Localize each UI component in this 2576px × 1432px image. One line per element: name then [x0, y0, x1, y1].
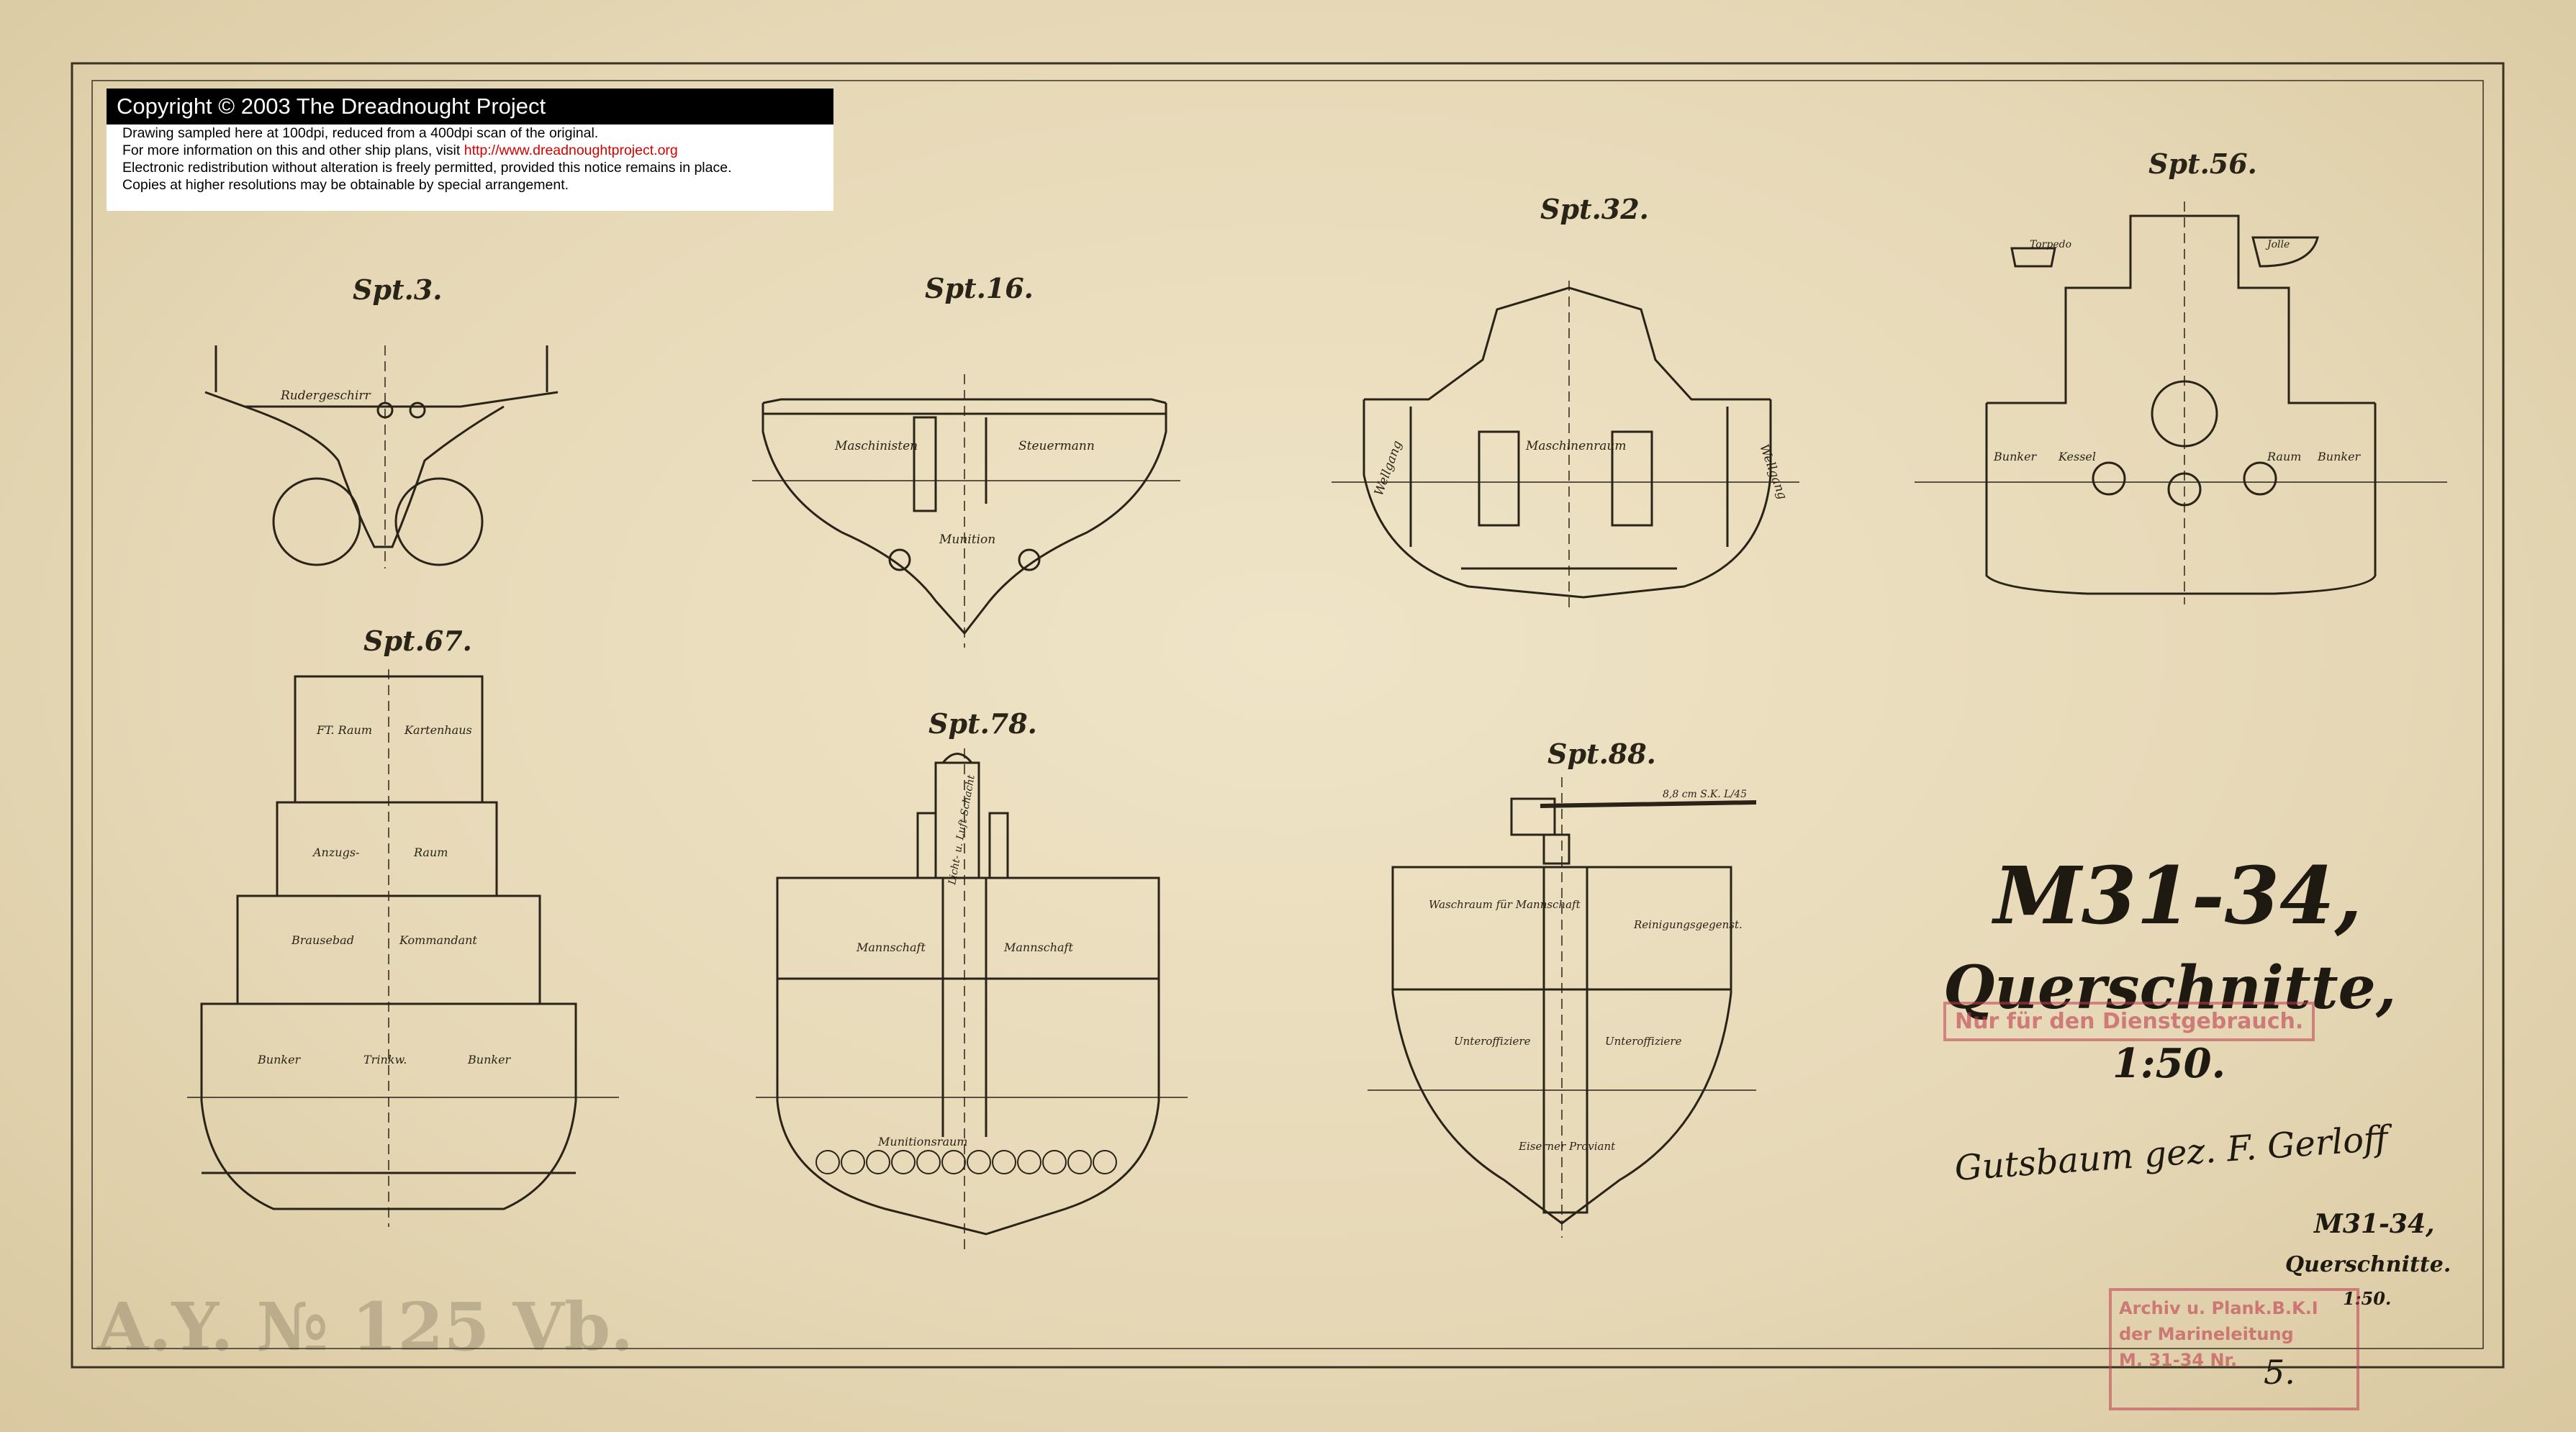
- label-bunker-1: Bunker: [1993, 450, 2038, 463]
- section-spt32: Maschinenraum Wellgang Wellgang: [1332, 281, 1799, 612]
- label-reinigung: Reinigungsgegenst.: [1633, 918, 1743, 931]
- small-subtitle: Querschnitte.: [2285, 1252, 2451, 1277]
- label-waschraum: Waschraum für Mannschaft: [1429, 898, 1581, 911]
- drawing-title: M31-34,: [1994, 849, 2362, 942]
- section-spt3: Rudergeschirr: [204, 345, 559, 568]
- label-steuermann: Steuermann: [1018, 439, 1095, 453]
- title-spt3: Spt.3.: [353, 273, 443, 306]
- label-raum: Raum: [2267, 450, 2301, 463]
- label-wellgang-right: Wellgang: [1756, 443, 1789, 502]
- drawing-scale: 1:50.: [2112, 1040, 2226, 1087]
- label-munition: Munition: [939, 533, 995, 547]
- section-spt56: Torpedo Jolle Bunker Kessel Raum Bunker: [1915, 201, 2447, 604]
- title-spt32: Spt.32.: [1540, 193, 1649, 225]
- label-jolle: Jolle: [2265, 239, 2290, 250]
- sheet-number: 5.: [2264, 1353, 2295, 1392]
- label-mannschaft-2: Mannschaft: [1003, 941, 1073, 954]
- title-spt88: Spt.88.: [1547, 738, 1656, 770]
- notice-line-2-prefix: For more information on this and other s…: [122, 142, 464, 158]
- notice-line-2: For more information on this and other s…: [107, 142, 833, 159]
- label-bunker-2: Bunker: [2317, 450, 2362, 463]
- label-munitionsraum: Munitionsraum: [877, 1135, 967, 1148]
- archive-stamp: Archiv u. Plank.B.K.I der Marineleitung …: [2109, 1288, 2359, 1410]
- notice-title: Copyright © 2003 The Dreadnought Project: [107, 89, 833, 124]
- archive-watermark: A.Y. № 125 Vb.: [97, 1288, 634, 1366]
- section-spt78: Mannschaft Mannschaft Licht- u. Luft-Sch…: [756, 748, 1188, 1252]
- small-title: M31-34,: [2314, 1209, 2435, 1239]
- title-spt16: Spt.16.: [925, 272, 1034, 304]
- label-lichtschacht: Licht- u. Luft-Schacht: [946, 774, 977, 886]
- label-ft-raum: FT. Raum: [316, 723, 372, 737]
- title-spt56: Spt.56.: [2148, 148, 2257, 180]
- notice-url-link[interactable]: http://www.dreadnoughtproject.org: [464, 142, 678, 158]
- label-proviant: Eiserner Proviant: [1518, 1140, 1616, 1153]
- section-spt16: Maschinisten Steuermann Munition: [752, 374, 1180, 648]
- label-uoffz-2: Unteroffiziere: [1605, 1035, 1682, 1048]
- label-mannschaft-1: Mannschaft: [856, 941, 926, 954]
- label-wellgang-left: Wellgang: [1372, 439, 1405, 498]
- section-spt67: FT. Raum Kartenhaus Anzugs- Raum Brauseb…: [187, 669, 619, 1227]
- label-gun: 8,8 cm S.K. L/45: [1663, 789, 1747, 800]
- label-trinkw: Trinkw.: [363, 1053, 407, 1066]
- archive-stamp-line-2: der Marineleitung: [2119, 1324, 2294, 1344]
- restricted-stamp: Nur für den Dienstgebrauch.: [1943, 1002, 2315, 1041]
- title-spt67: Spt.67.: [363, 625, 472, 657]
- archive-stamp-line-1: Archiv u. Plank.B.K.I: [2119, 1298, 2318, 1318]
- title-spt78: Spt.78.: [928, 707, 1037, 740]
- small-scale: 1:50.: [2343, 1288, 2392, 1309]
- label-bunker-67a: Bunker: [257, 1053, 302, 1066]
- section-spt88: 8,8 cm S.K. L/45 Waschraum für Mannschaf…: [1368, 777, 1757, 1238]
- label-raum-67: Raum: [413, 846, 448, 859]
- archive-stamp-line-3: M. 31-34 Nr.: [2119, 1350, 2238, 1370]
- label-brausebad: Brausebad: [291, 933, 354, 947]
- notice-line-3: Electronic redistribution without altera…: [122, 160, 732, 176]
- notice-line-4: Copies at higher resolutions may be obta…: [122, 177, 569, 193]
- label-rudergeschirr: Rudergeschirr: [280, 389, 371, 403]
- label-kartenhaus: Kartenhaus: [404, 723, 472, 737]
- copyright-notice: Copyright © 2003 The Dreadnought Project…: [107, 89, 833, 211]
- label-maschinenraum: Maschinenraum: [1525, 439, 1626, 453]
- label-uoffz-1: Unteroffiziere: [1454, 1035, 1531, 1048]
- label-kessel: Kessel: [2058, 450, 2096, 463]
- label-maschinisten: Maschinisten: [834, 439, 918, 453]
- label-kommandant: Kommandant: [399, 933, 477, 947]
- label-bunker-67b: Bunker: [467, 1053, 512, 1066]
- drawing-subtitle: Querschnitte,: [1943, 953, 2397, 1023]
- notice-line-1: Drawing sampled here at 100dpi, reduced …: [122, 125, 599, 141]
- label-anzugs: Anzugs-: [312, 846, 359, 859]
- label-torpedo: Torpedo: [2030, 239, 2071, 250]
